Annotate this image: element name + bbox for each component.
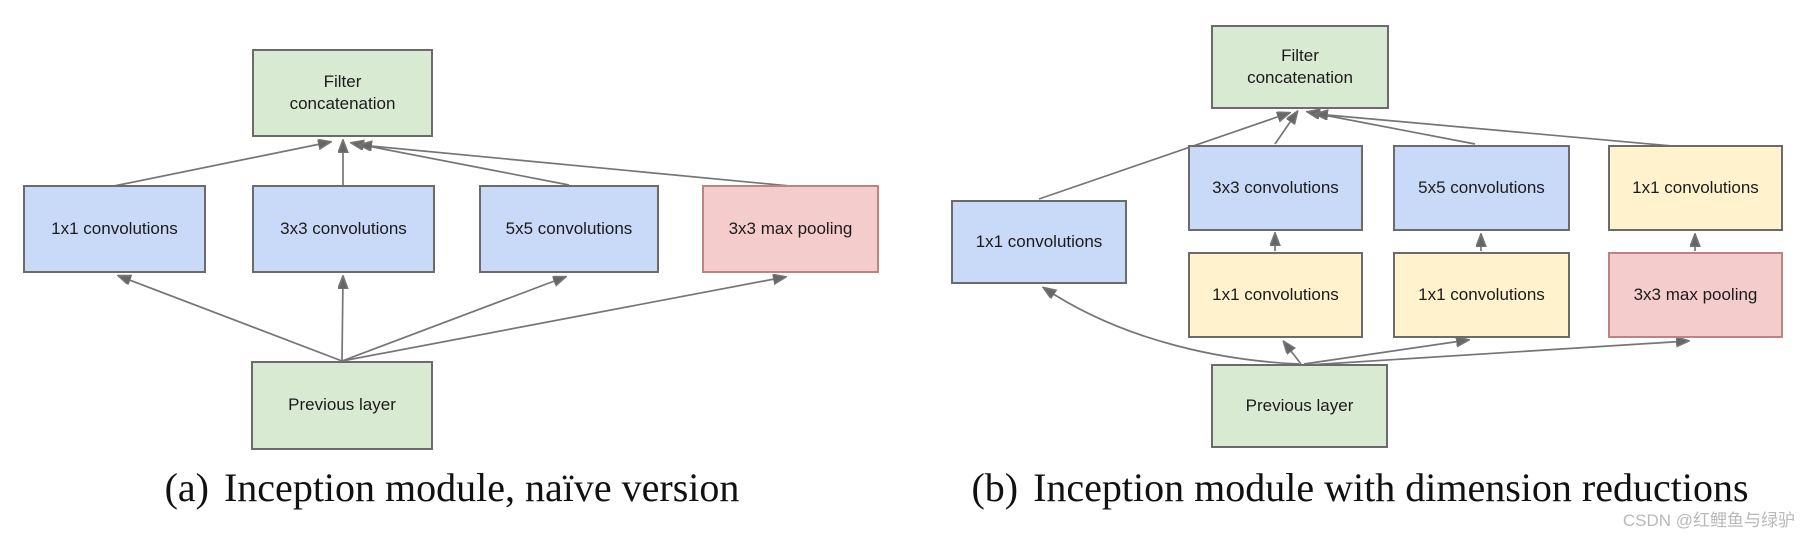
node-label: 3x3 convolutions xyxy=(1212,177,1339,197)
node-label: Previous layer xyxy=(1245,395,1354,415)
caption-b-text: Inception module with dimension reductio… xyxy=(1033,465,1749,510)
node-a-1x1-convolutions: 1x1 convolutions xyxy=(23,185,206,273)
node-label: 1x1 convolutions xyxy=(51,218,178,238)
node-b-filter-concatenation: Filter concatenation xyxy=(1211,25,1389,109)
arrow-b-prev-to-pool xyxy=(1307,341,1688,366)
node-label: 1x1 convolutions xyxy=(1418,284,1545,304)
arrow-b-3x3-to-concat xyxy=(1274,112,1297,145)
caption-b-label: (b) xyxy=(971,465,1019,510)
node-label: 1x1 convolutions xyxy=(1632,177,1759,197)
caption-a: (a) Inception module, naïve version xyxy=(52,464,852,511)
node-label: 5x5 convolutions xyxy=(1418,177,1545,197)
node-a-3x3-max-pooling: 3x3 max pooling xyxy=(702,185,879,273)
node-label: 5x5 convolutions xyxy=(505,218,633,238)
arrow-b-prev-to-reduce3x3 xyxy=(1284,342,1302,365)
caption-b: (b) Inception module with dimension reduc… xyxy=(860,464,1806,511)
node-a-3x3-convolutions: 3x3 convolutions xyxy=(252,185,435,273)
caption-a-text: Inception module, naïve version xyxy=(223,465,740,510)
arrow-a-prev-to-1x1 xyxy=(119,276,343,362)
node-a-5x5-convolutions: 5x5 convolutions xyxy=(479,185,659,273)
node-label: 1x1 convolutions xyxy=(975,231,1103,251)
node-label: Filter concatenation xyxy=(289,71,396,113)
arrow-b-5x5-to-concat xyxy=(1308,112,1476,145)
node-label: 3x3 max pooling xyxy=(1633,284,1758,304)
node-label: Previous layer xyxy=(288,395,396,415)
node-label: Filter concatenation xyxy=(1247,45,1353,87)
arrow-a-prev-to-5x5 xyxy=(341,277,565,362)
arrow-a-prev-to-pool xyxy=(341,277,785,362)
arrow-b-pool1x1-to-concat xyxy=(1316,114,1673,147)
arrow-a-5x5-to-concat xyxy=(352,143,570,186)
node-a-previous-layer: Previous layer xyxy=(251,361,433,450)
node-b-3x3-max-pooling: 3x3 max pooling xyxy=(1608,252,1783,338)
node-b-1x1-convolutions: 1x1 convolutions xyxy=(951,200,1127,284)
node-b-5x5-convolutions: 5x5 convolutions xyxy=(1393,145,1570,231)
node-b-previous-layer: Previous layer xyxy=(1211,364,1388,448)
node-b-3x3-convolutions: 3x3 convolutions xyxy=(1188,145,1363,231)
node-label: 3x3 max pooling xyxy=(728,218,853,238)
arrow-a-pool-to-concat xyxy=(360,145,791,187)
node-b-1x1-reduce-before-5x5: 1x1 convolutions xyxy=(1393,252,1570,338)
node-b-1x1-reduce-before-3x3: 1x1 convolutions xyxy=(1188,252,1363,338)
csdn-watermark: CSDN @红鲤鱼与绿驴 xyxy=(1622,511,1795,530)
node-a-filter-concatenation: Filter concatenation xyxy=(252,49,433,137)
arrow-b-prev-to-reduce5x5 xyxy=(1303,340,1468,365)
arrow-a-1x1-to-concat xyxy=(113,142,330,187)
node-label: 1x1 convolutions xyxy=(1212,284,1339,304)
node-label: 3x3 convolutions xyxy=(280,218,407,238)
caption-a-label: (a) xyxy=(164,465,209,510)
node-b-1x1-convolutions-after-pool: 1x1 convolutions xyxy=(1608,145,1783,231)
arrow-a-prev-to-3x3 xyxy=(342,277,343,362)
